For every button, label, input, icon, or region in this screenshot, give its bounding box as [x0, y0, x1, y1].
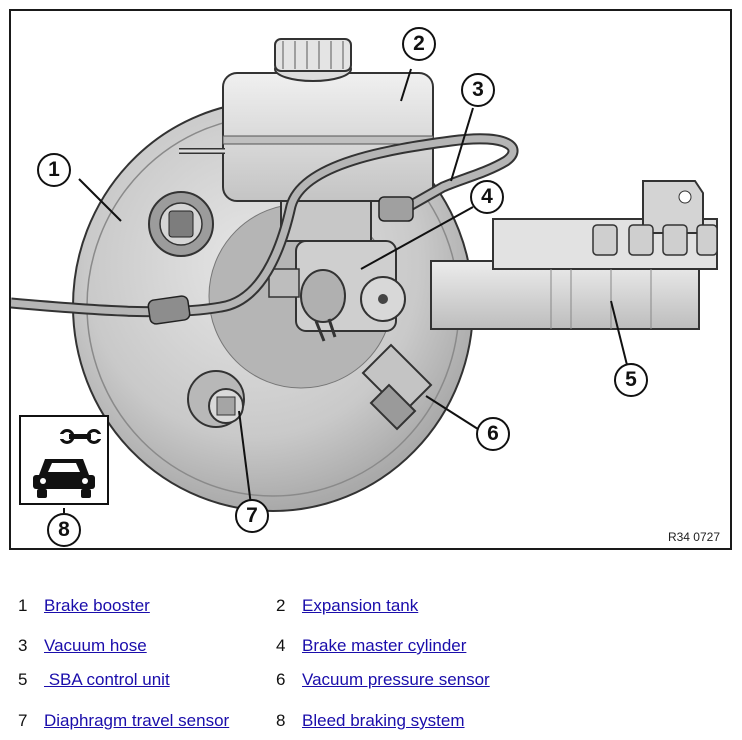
vacuum-pressure-sensor [361, 343, 433, 431]
legend-number: 5 [18, 670, 28, 689]
callout-7: 7 [235, 499, 269, 533]
callout-6: 6 [476, 417, 510, 451]
diaphragm-travel-sensor [187, 370, 245, 428]
callout-leaders [63, 68, 629, 513]
legend-number: 8 [276, 711, 286, 730]
sba-control-unit [430, 180, 718, 330]
figure-reference-code: R34 0727 [667, 530, 720, 544]
legend-number: 3 [18, 636, 28, 655]
legend-number: 6 [276, 670, 286, 689]
legend-link-diaphragm-travel-sensor[interactable]: Diaphragm travel sensor [44, 711, 230, 730]
legend-number: 4 [276, 636, 286, 655]
component-diagram: 1 2 3 4 5 6 7 8 R34 0727 [9, 9, 732, 550]
legend-link-sba-control-unit[interactable]: SBA control unit [44, 670, 170, 689]
legend-number: 2 [276, 596, 286, 615]
callout-2: 2 [402, 27, 436, 61]
callout-5: 5 [614, 363, 648, 397]
car-icon [33, 459, 95, 498]
vacuum-hose [11, 133, 519, 325]
legend-link-brake-booster[interactable]: Brake booster [44, 596, 150, 615]
callout-3: 3 [461, 73, 495, 107]
service-icon-box [19, 415, 109, 505]
legend-link-vacuum-hose[interactable]: Vacuum hose [44, 636, 147, 655]
expansion-tank [179, 38, 434, 202]
legend-link-bleed-braking-system[interactable]: Bleed braking system [302, 711, 465, 730]
legend-number: 1 [18, 596, 28, 615]
brake-system-illustration [11, 38, 718, 513]
legend-link-vacuum-pressure-sensor[interactable]: Vacuum pressure sensor [302, 670, 490, 689]
callout-1: 1 [37, 153, 71, 187]
callout-8: 8 [47, 513, 81, 547]
legend-number: 7 [18, 711, 28, 730]
legend-link-brake-master-cylinder[interactable]: Brake master cylinder [302, 636, 467, 655]
wrench-icon [59, 429, 102, 444]
legend-link-expansion-tank[interactable]: Expansion tank [302, 596, 419, 615]
callout-4: 4 [470, 180, 504, 214]
